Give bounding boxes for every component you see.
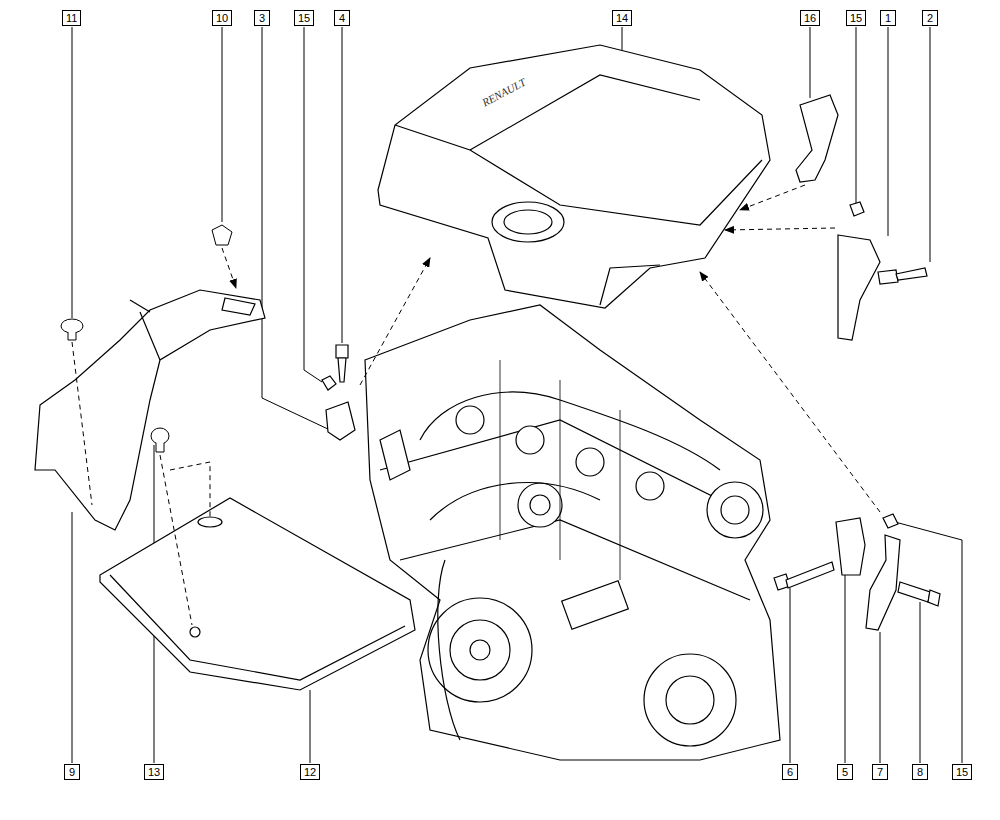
callout-number: 14 bbox=[612, 10, 632, 26]
callout-number: 9 bbox=[64, 764, 80, 780]
callout-text: 15 bbox=[956, 766, 968, 778]
callout-text: 2 bbox=[927, 12, 933, 24]
callout-text: 10 bbox=[216, 12, 228, 24]
callout-number: 2 bbox=[922, 10, 938, 26]
callout-number: 16 bbox=[800, 10, 820, 26]
callout-text: 15 bbox=[298, 12, 310, 24]
callout-number: 7 bbox=[872, 764, 888, 780]
callout-number: 13 bbox=[144, 764, 164, 780]
callout-text: 15 bbox=[850, 12, 862, 24]
callout-text: 7 bbox=[877, 766, 883, 778]
callout-number: 6 bbox=[782, 764, 798, 780]
callout-text: 4 bbox=[339, 12, 345, 24]
callout-number: 1 bbox=[880, 10, 896, 26]
callout-number: 12 bbox=[300, 764, 320, 780]
callout-number: 15 bbox=[846, 10, 866, 26]
callout-text: 13 bbox=[148, 766, 160, 778]
callout-text: 14 bbox=[616, 12, 628, 24]
callout-number: 3 bbox=[254, 10, 270, 26]
callout-text: 1 bbox=[885, 12, 891, 24]
callout-text: 8 bbox=[917, 766, 923, 778]
callout-text: 12 bbox=[304, 766, 316, 778]
callout-number: 11 bbox=[62, 10, 81, 26]
callout-number: 4 bbox=[334, 10, 350, 26]
callout-number: 8 bbox=[912, 764, 928, 780]
callout-number: 5 bbox=[837, 764, 853, 780]
callout-text: 6 bbox=[787, 766, 793, 778]
callout-number: 10 bbox=[212, 10, 232, 26]
callout-text: 11 bbox=[66, 12, 77, 24]
callout-text: 5 bbox=[842, 766, 848, 778]
callout-number: 15 bbox=[952, 764, 972, 780]
callout-text: 9 bbox=[69, 766, 75, 778]
callout-number: 15 bbox=[294, 10, 314, 26]
callout-text: 16 bbox=[804, 12, 816, 24]
callout-text: 3 bbox=[259, 12, 265, 24]
